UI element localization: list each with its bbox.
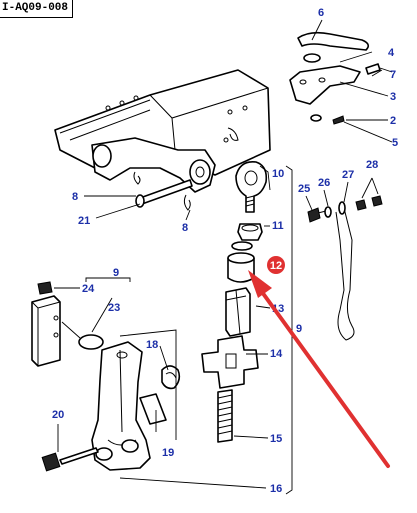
label-6: 6 xyxy=(318,7,324,19)
leader-lines xyxy=(54,19,393,489)
label-17: 17 xyxy=(180,431,192,443)
label-24: 24 xyxy=(82,283,95,295)
label-5: 5 xyxy=(392,137,398,149)
label-18: 18 xyxy=(146,339,158,351)
label-28: 28 xyxy=(366,159,378,171)
ring xyxy=(61,321,104,350)
reference-code: I-AQ09-008 xyxy=(0,0,74,18)
part-12-sleeve xyxy=(227,241,255,283)
label-11: 11 xyxy=(272,220,284,232)
label-9-right: 9 xyxy=(296,323,302,335)
handle-assembly xyxy=(289,31,381,125)
rod-end xyxy=(235,160,268,213)
label-26: 26 xyxy=(318,177,330,189)
lever-bracket xyxy=(91,341,151,471)
label-14: 14 xyxy=(270,348,283,360)
callout-badge xyxy=(267,256,285,274)
label-25: 25 xyxy=(298,183,310,195)
bracket-9 xyxy=(285,165,293,495)
threaded-rod xyxy=(217,389,233,443)
pin xyxy=(41,447,99,472)
label-21: 21 xyxy=(78,215,90,227)
adjuster-block xyxy=(201,335,259,389)
callout-12-text: 12 xyxy=(270,260,282,272)
bracket-left-9 xyxy=(85,277,131,282)
hex-tube xyxy=(225,287,251,337)
highlight-arrow xyxy=(248,270,390,468)
clip xyxy=(161,365,181,390)
label-19: 19 xyxy=(162,447,174,459)
label-20: 20 xyxy=(52,409,64,421)
label-8-left: 8 xyxy=(72,191,78,203)
label-22: 22 xyxy=(26,303,38,315)
label-7: 7 xyxy=(390,69,396,81)
highlight-callout-12: 12 xyxy=(267,256,285,274)
label-27: 27 xyxy=(342,169,354,181)
label-9-left: 9 xyxy=(113,267,119,279)
label-3: 3 xyxy=(390,91,396,103)
label-15: 15 xyxy=(270,433,282,445)
label-1: 1 xyxy=(230,103,236,115)
lock-nut xyxy=(237,223,263,241)
post xyxy=(31,295,61,367)
label-4: 4 xyxy=(388,47,395,59)
label-16: 16 xyxy=(270,483,282,495)
housing xyxy=(54,69,271,211)
bracket-16 xyxy=(119,329,177,440)
label-23: 23 xyxy=(108,302,120,314)
plate xyxy=(139,393,167,425)
label-2: 2 xyxy=(390,115,396,127)
label-10: 10 xyxy=(272,168,284,180)
label-8-lower: 8 xyxy=(182,222,188,234)
nut xyxy=(37,281,53,295)
link-rod xyxy=(307,195,383,341)
